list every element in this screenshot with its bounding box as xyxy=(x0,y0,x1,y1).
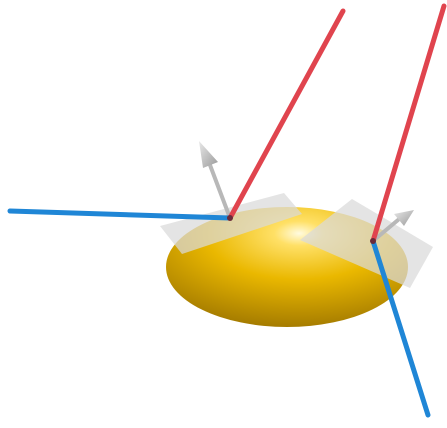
tangent-plane-1 xyxy=(160,193,302,254)
reflection-point-1 xyxy=(227,215,233,221)
normal-arrow-2 xyxy=(371,210,414,243)
reflected-ray-1 xyxy=(7,208,233,221)
reflected-ray-2 xyxy=(370,238,431,418)
incident-ray-1 xyxy=(227,8,346,221)
tangent-plane-2 xyxy=(300,199,433,288)
incident-ray-2 xyxy=(370,3,447,244)
normal-arrow-1 xyxy=(199,141,232,220)
reflection-point-2 xyxy=(370,238,376,244)
